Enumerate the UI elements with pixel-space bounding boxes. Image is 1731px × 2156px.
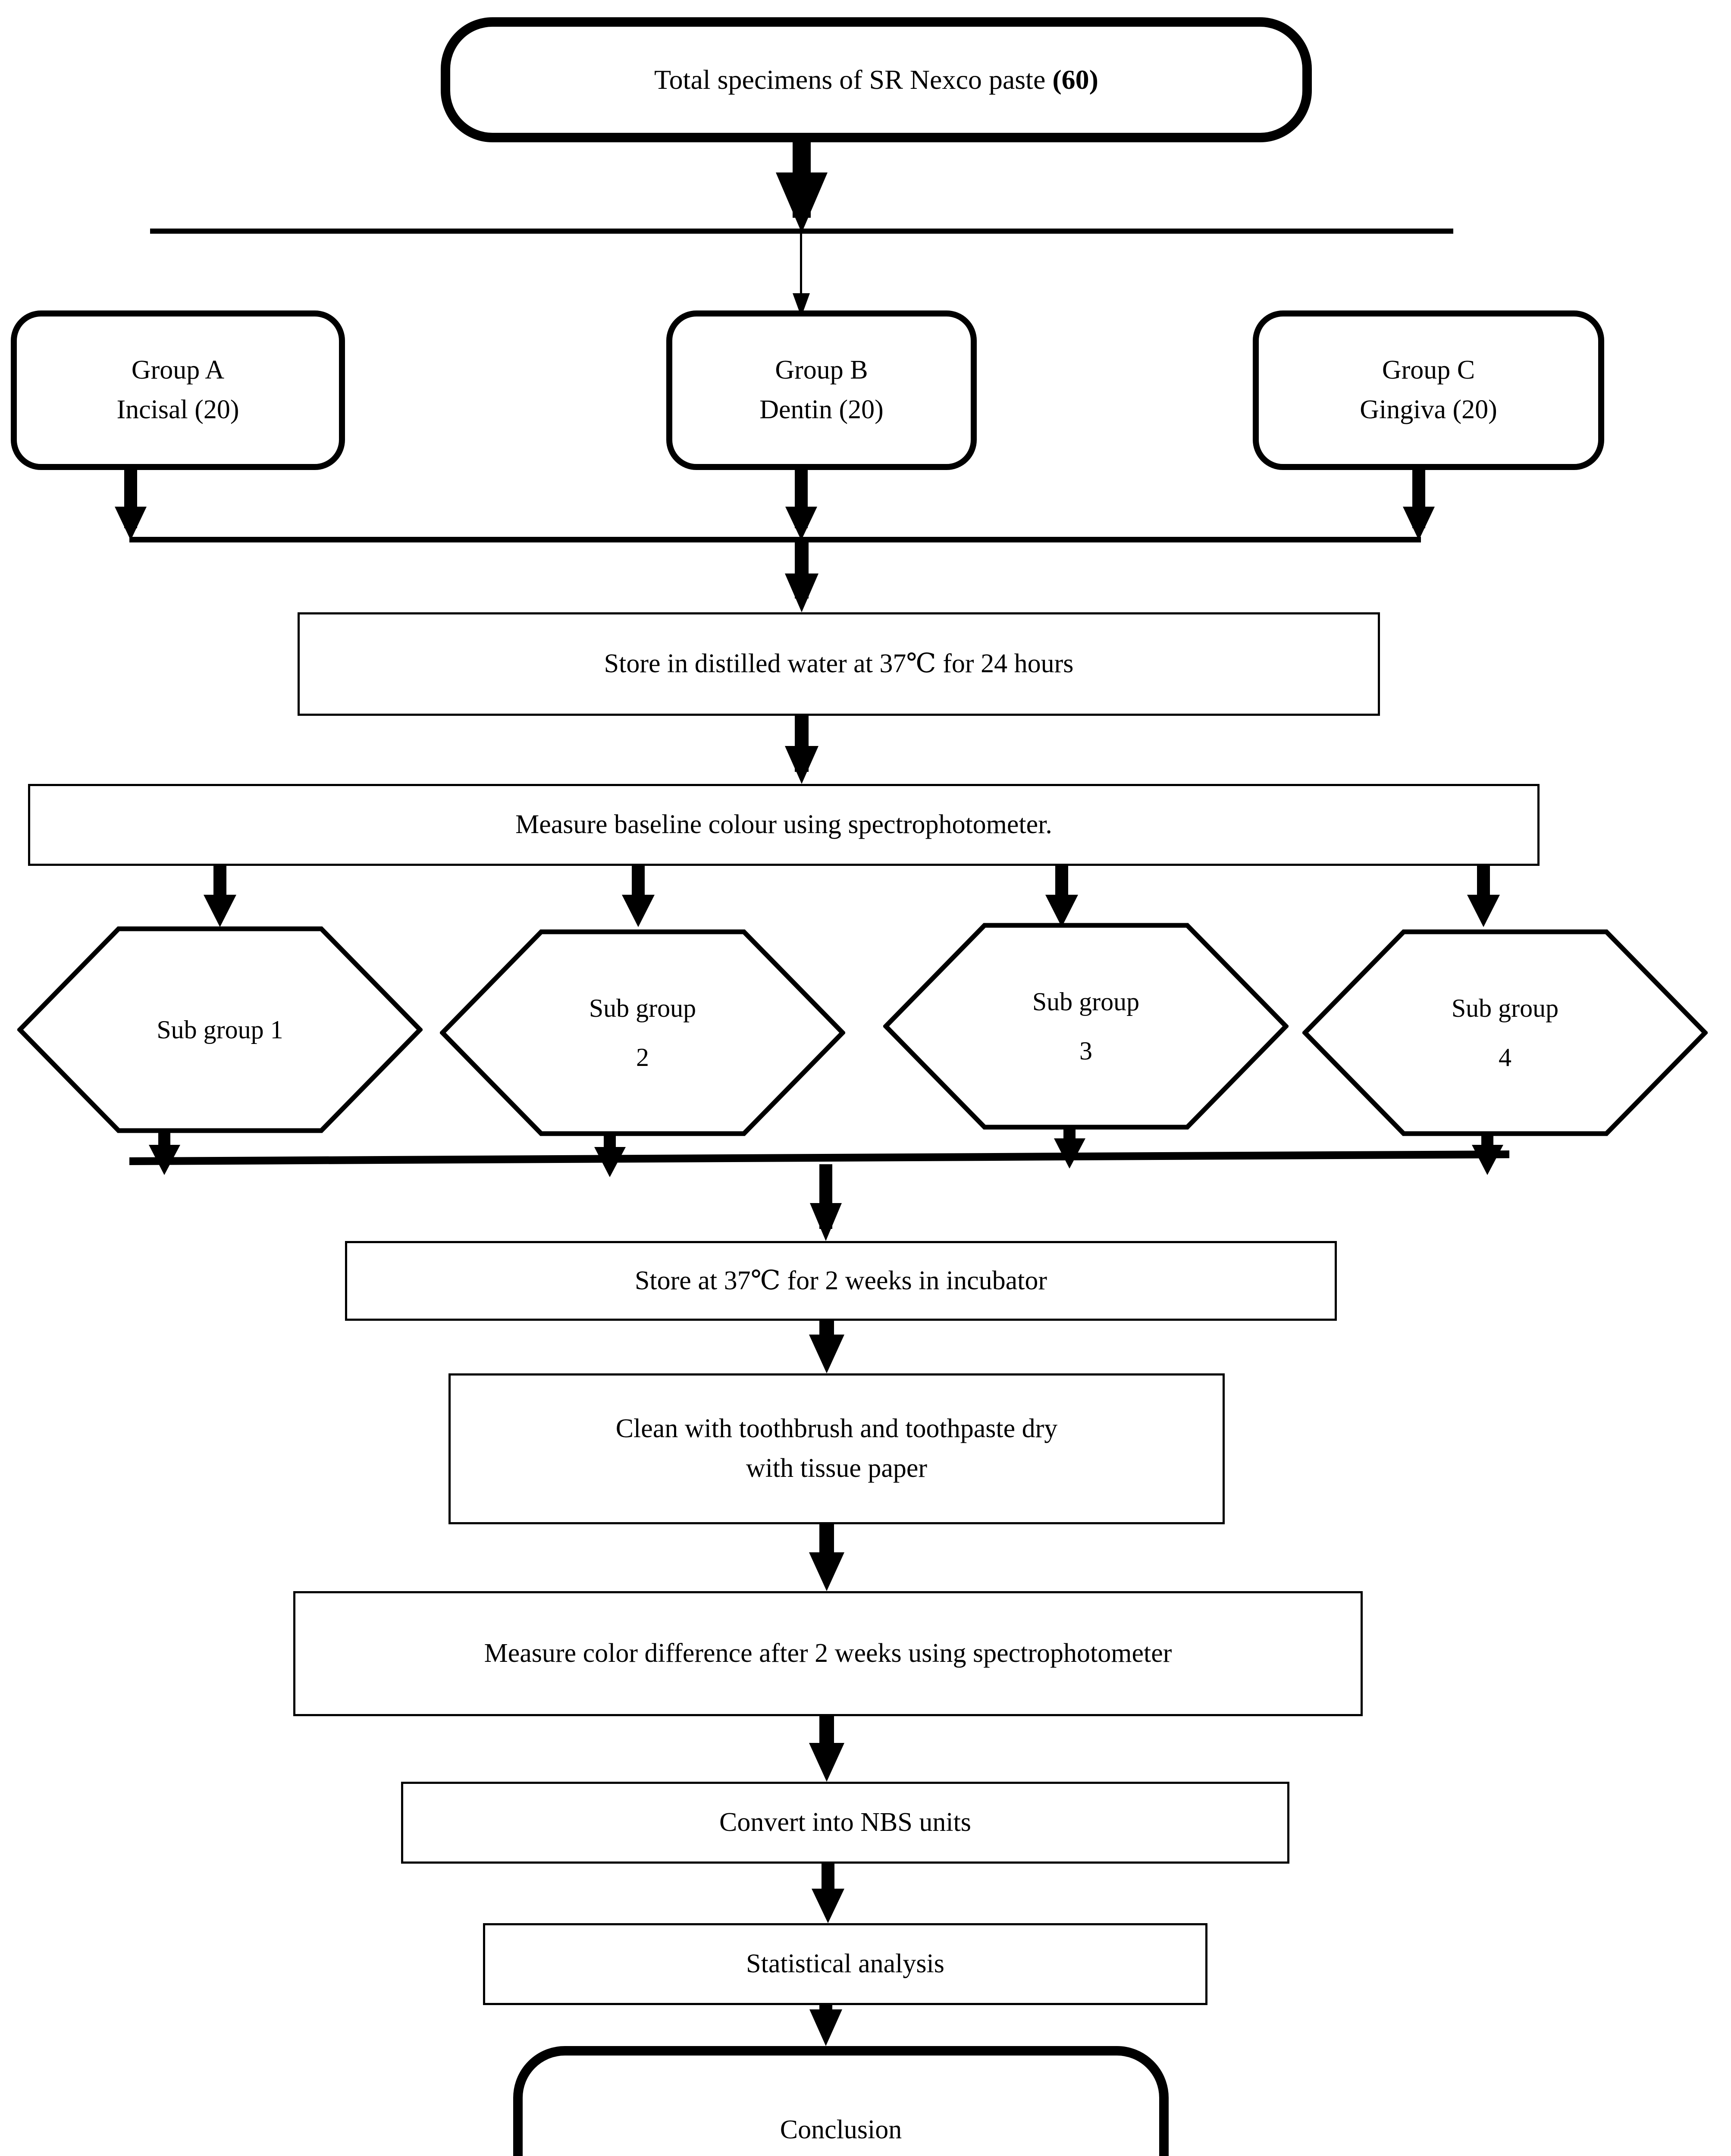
group-b-line1: Group B <box>775 355 868 385</box>
node-measure-color-difference[interactable]: Measure color difference after 2 weeks u… <box>293 1591 1363 1716</box>
node-group-a[interactable]: Group A Incisal (20) <box>11 310 345 470</box>
measure-color-difference-label: Measure color difference after 2 weeks u… <box>484 1639 1172 1668</box>
node-sub-group-2[interactable]: Sub group 2 <box>440 929 845 1136</box>
measure-baseline-label: Measure baseline colour using spectropho… <box>515 810 1052 840</box>
node-measure-baseline[interactable]: Measure baseline colour using spectropho… <box>28 784 1540 866</box>
group-b-line2: Dentin (20) <box>759 395 884 424</box>
arrow-baseline-to-sub1 <box>204 865 236 927</box>
group-a-line1: Group A <box>131 355 225 385</box>
node-store-incubator[interactable]: Store at 37℃ for 2 weeks in incubator <box>345 1241 1337 1321</box>
sub-group-2-line2: 2 <box>636 1043 649 1072</box>
split-bar-groups <box>150 229 1453 234</box>
arrow-measure-diff-to-convert <box>809 1714 844 1782</box>
node-total-specimens[interactable]: Total specimens of SR Nexco paste (60) <box>441 17 1312 142</box>
group-a-line2: Incisal (20) <box>116 395 239 424</box>
total-specimens-label: Total specimens of SR Nexco paste (60) <box>654 64 1098 95</box>
convert-nbs-label: Convert into NBS units <box>719 1808 971 1837</box>
node-store-distilled-water[interactable]: Store in distilled water at 37℃ for 24 h… <box>298 612 1380 716</box>
arrow-group-b-down <box>785 470 817 540</box>
node-clean-toothbrush[interactable]: Clean with toothbrush and toothpaste dry… <box>448 1373 1225 1524</box>
group-c-line1: Group C <box>1382 355 1475 385</box>
arrow-baseline-to-sub2 <box>622 865 655 927</box>
arrow-convert-to-stats <box>812 1861 844 1923</box>
total-specimens-count: (60) <box>1052 64 1098 95</box>
node-sub-group-4[interactable]: Sub group 4 <box>1302 929 1708 1136</box>
node-conclusion[interactable]: Conclusion <box>513 2046 1169 2156</box>
node-group-c[interactable]: Group C Gingiva (20) <box>1253 310 1604 470</box>
sub-group-4-line2: 4 <box>1499 1043 1511 1072</box>
sub-group-3-line2: 3 <box>1079 1037 1092 1065</box>
sub-group-1-line1: Sub group 1 <box>157 1015 283 1044</box>
conclusion-label: Conclusion <box>780 2115 902 2145</box>
store-incubator-label: Store at 37℃ for 2 weeks in incubator <box>634 1266 1047 1295</box>
sub-group-3-line1: Sub group <box>1032 987 1140 1016</box>
store-distilled-water-label: Store in distilled water at 37℃ for 24 h… <box>604 649 1074 679</box>
sub-group-4-line1: Sub group <box>1451 994 1559 1022</box>
node-convert-nbs[interactable]: Convert into NBS units <box>401 1782 1289 1864</box>
node-statistical-analysis[interactable]: Statistical analysis <box>483 1923 1207 2005</box>
merge-bar-groups <box>129 537 1421 542</box>
sub-group-2-line1: Sub group <box>589 994 696 1022</box>
node-group-b[interactable]: Group B Dentin (20) <box>666 310 977 470</box>
arrow-merge-to-store-water <box>785 542 818 612</box>
node-sub-group-3[interactable]: Sub group 3 <box>883 923 1289 1130</box>
arrow-store-water-to-baseline <box>785 716 818 784</box>
arrow-group-c-down <box>1403 470 1435 540</box>
merge-bar-subgroups <box>129 1150 1509 1165</box>
node-sub-group-1[interactable]: Sub group 1 <box>17 926 423 1133</box>
arrow-baseline-to-sub4 <box>1467 865 1500 927</box>
arrow-clean-to-measure-diff <box>809 1522 844 1591</box>
group-c-line2: Gingiva (20) <box>1360 395 1497 424</box>
arrow-group-a-down <box>115 470 147 540</box>
arrow-baseline-to-sub3 <box>1045 865 1078 927</box>
arrow-merge-to-store-incubator <box>810 1164 842 1241</box>
arrow-split-to-group-b <box>793 233 810 317</box>
clean-toothbrush-line2: with tissue paper <box>746 1454 928 1483</box>
statistical-analysis-label: Statistical analysis <box>746 1949 944 1979</box>
clean-toothbrush-line1: Clean with toothbrush and toothpaste dry <box>615 1414 1058 1444</box>
arrow-title-to-split <box>776 142 828 233</box>
